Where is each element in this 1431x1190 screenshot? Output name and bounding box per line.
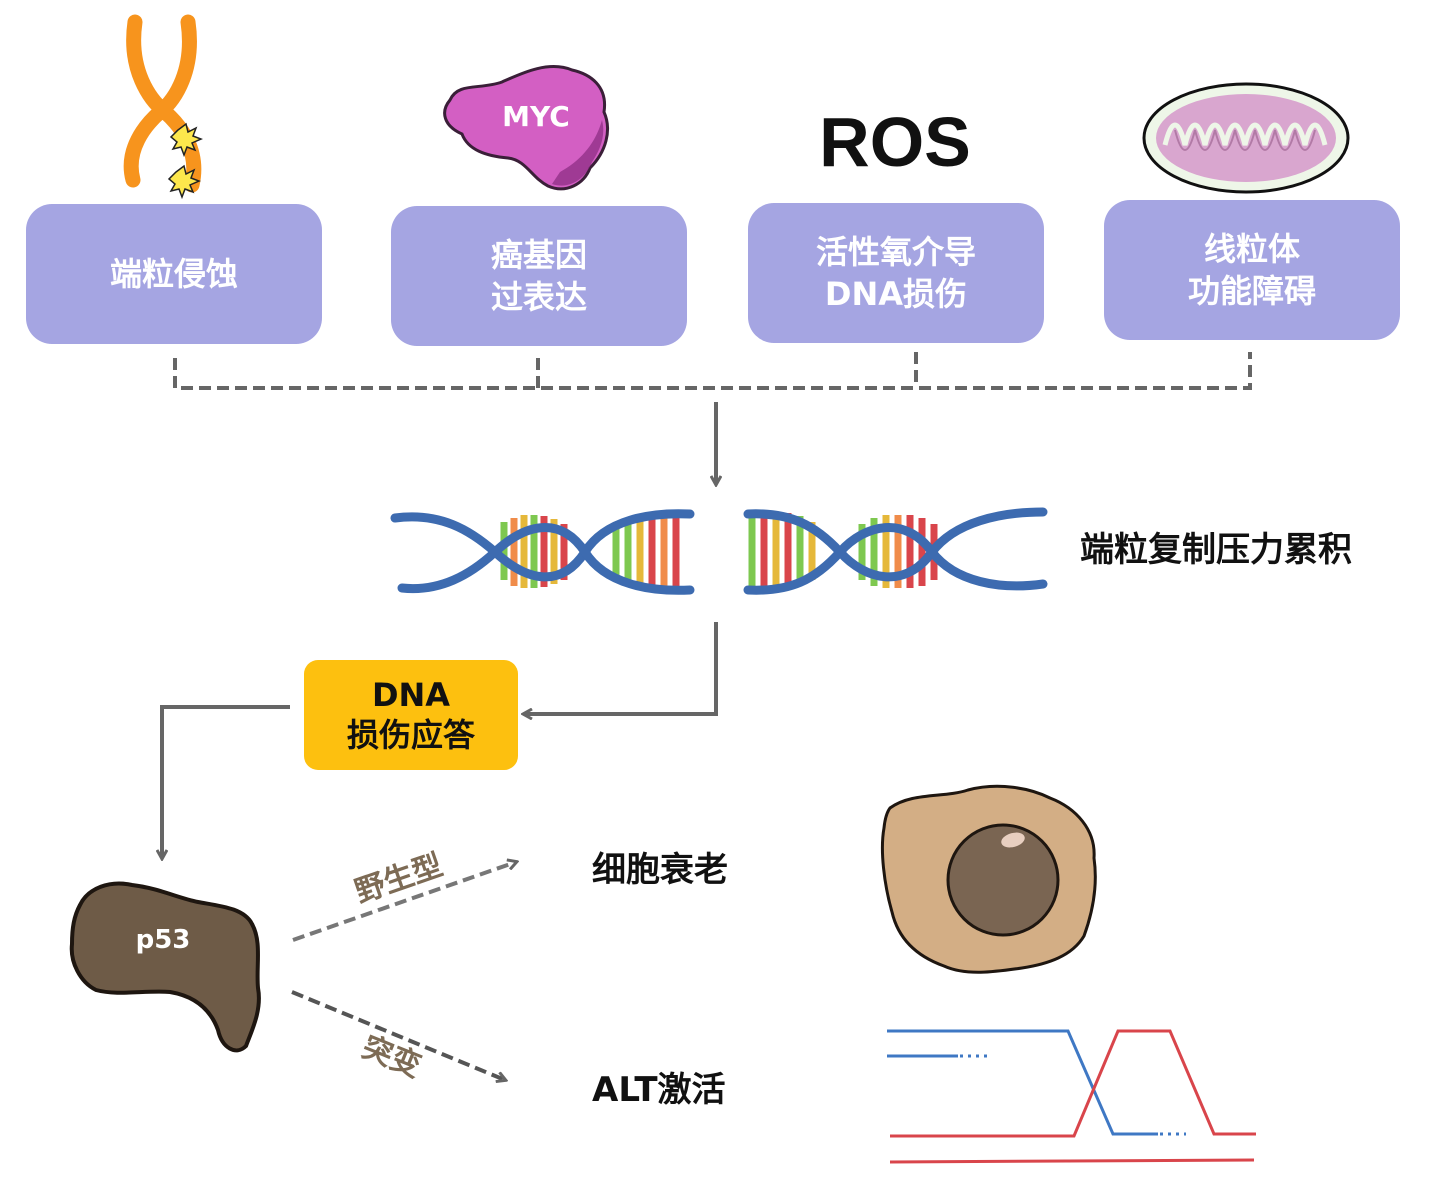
senescence-outcome: 细胞衰老 [592, 850, 728, 890]
cause-line: 癌基因 [490, 236, 587, 274]
mutant-arrow [291, 990, 505, 1080]
senescent-cell-icon [880, 784, 1097, 974]
dna-helix-icon [390, 507, 1048, 595]
cause-line: 活性氧介导 [815, 233, 976, 271]
alt-crossover-icon [887, 1029, 1256, 1164]
cause-line: DNA损伤 [824, 275, 968, 313]
cause-telomere-erosion: 端粒侵蚀 [26, 204, 322, 344]
ros-label: ROS [819, 103, 971, 181]
myc-protein-icon: MYC [443, 65, 609, 191]
p53-label: p53 [136, 925, 191, 955]
replication-stress-label: 端粒复制压力累积 [1080, 530, 1352, 570]
cause-line: 过表达 [490, 278, 587, 316]
myc-label: MYC [502, 100, 570, 133]
arrow-to-p53 [162, 705, 290, 858]
dna-damage-response-box: DNA 损伤应答 [304, 660, 518, 770]
cause-line: 功能障碍 [1187, 272, 1316, 310]
arrow-to-ddr [524, 622, 718, 714]
alt-activation-outcome: ALT激活 [592, 1070, 726, 1110]
cause-mitochondrial-dysfunction: 线粒体 功能障碍 [1104, 200, 1400, 340]
p53-protein-icon: p53 [69, 881, 261, 1053]
cause-line: 端粒侵蚀 [109, 255, 238, 293]
wildtype-arrow [292, 862, 516, 942]
mitochondrion-icon [1142, 82, 1350, 194]
ddr-line: 损伤应答 [346, 716, 475, 754]
cause-line: 线粒体 [1203, 230, 1300, 268]
cause-ros-dna-damage: 活性氧介导 DNA损伤 [748, 203, 1044, 343]
causes-connector [173, 352, 1252, 390]
ddr-line: DNA [371, 676, 451, 714]
cause-oncogene-overexpression: 癌基因 过表达 [391, 206, 687, 346]
chromosome-icon [123, 14, 203, 200]
mutant-label: 突变 [357, 1030, 426, 1085]
